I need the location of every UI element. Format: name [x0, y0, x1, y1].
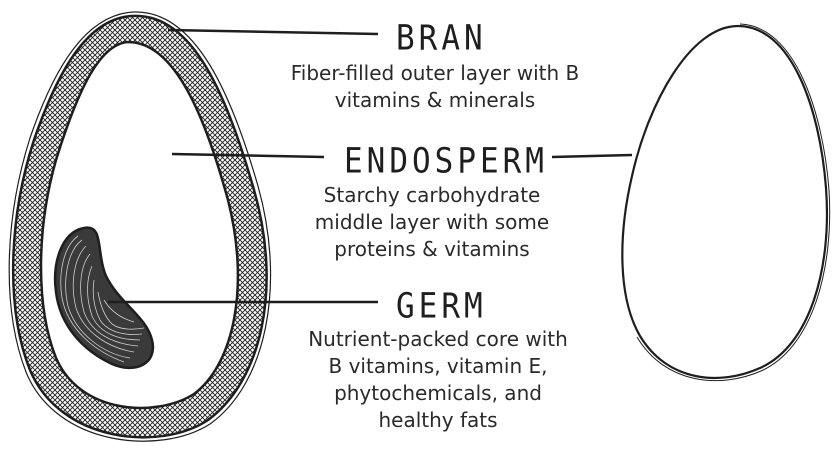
germ-title: GERM — [396, 286, 487, 326]
germ-description-line: Nutrient-packed core with — [248, 326, 628, 353]
bran-description-line: vitamins & minerals — [240, 87, 630, 114]
endosperm-leader-line — [172, 154, 324, 157]
endosperm-description-line: middle layer with some — [262, 209, 602, 236]
endosperm-description-line: Starchy carbohydrate — [262, 182, 602, 209]
germ-description-line: healthy fats — [248, 407, 628, 434]
kernel-outline — [622, 26, 827, 378]
endosperm-title: ENDOSPERM — [344, 141, 548, 181]
germ-shape — [55, 228, 153, 368]
bran-leader-line — [168, 30, 378, 34]
endosperm-description: Starchy carbohydrate middle layer with s… — [262, 182, 602, 263]
germ-description: Nutrient-packed core with B vitamins, vi… — [248, 326, 628, 434]
endosperm-leader-line-right — [552, 155, 632, 157]
bran-description: Fiber-filled outer layer with B vitamins… — [240, 60, 630, 114]
bran-description-line: Fiber-filled outer layer with B — [240, 60, 630, 87]
bran-layer — [13, 16, 266, 437]
germ-description-line: phytochemicals, and — [248, 380, 628, 407]
bran-title: BRAN — [396, 18, 487, 58]
germ-description-line: B vitamins, vitamin E, — [248, 353, 628, 380]
endosperm-description-line: proteins & vitamins — [262, 236, 602, 263]
